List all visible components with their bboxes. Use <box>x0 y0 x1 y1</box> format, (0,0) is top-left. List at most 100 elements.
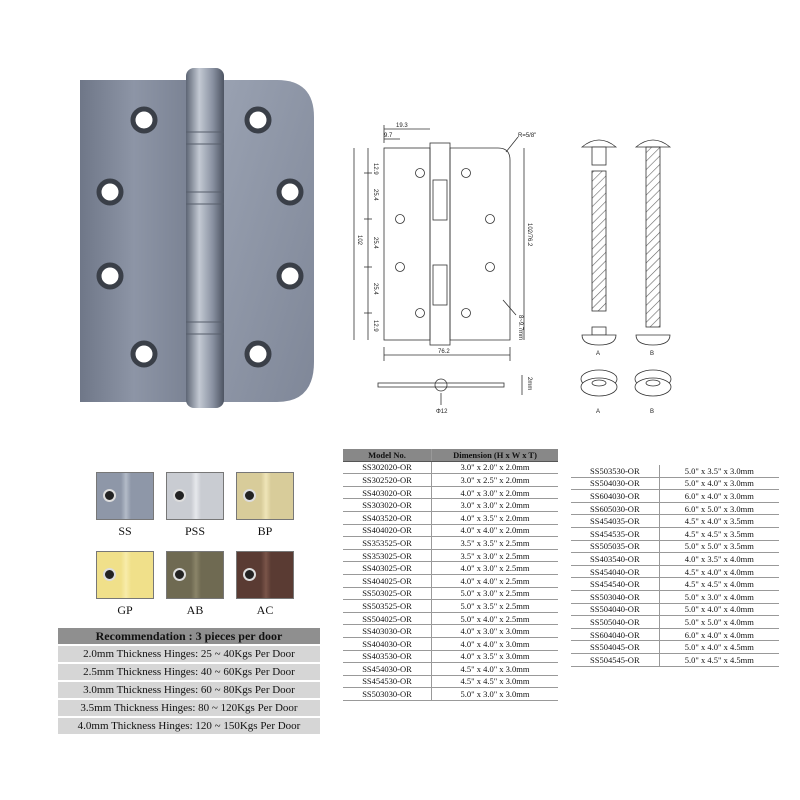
bearing-a-label: A <box>596 409 600 415</box>
hinge-knuckle <box>121 552 131 598</box>
hinge-knuckle <box>191 552 201 598</box>
screw-hole <box>103 568 116 581</box>
dimension-cell: 6.0" x 4.0" x 3.0mm <box>659 489 779 503</box>
dimension-cell: 5.0" x 4.0" x 3.0mm <box>659 477 779 491</box>
dim-radius: R=5/8" <box>518 133 536 139</box>
dimension-header: Dimension (H x W x T) <box>431 449 558 462</box>
dimension-cell: 3.0" x 3.0" x 2.0mm <box>431 498 558 512</box>
finish-swatch-ac <box>236 551 294 599</box>
model-number-cell: SS504040-OR <box>571 603 660 617</box>
model-number-cell: SS454035-OR <box>571 514 660 528</box>
recommendation-row: 3.5mm Thickness Hinges: 80 ~ 120Kgs Per … <box>56 698 322 718</box>
model-number-cell: SS503525-OR <box>343 599 432 613</box>
dim-25-4-c: 25.4 <box>372 283 378 295</box>
model-number-cell: SS504545-OR <box>571 653 660 667</box>
hinge-knuckle <box>261 473 271 519</box>
dimension-cell: 4.5" x 4.5" x 3.0mm <box>431 675 558 689</box>
dimension-cell: 6.0" x 5.0" x 3.0mm <box>659 502 779 516</box>
dimension-cell: 4.0" x 3.0" x 2.0mm <box>431 486 558 500</box>
model-number-cell: SS605030-OR <box>571 502 660 516</box>
dimension-cell: 5.0" x 4.0" x 4.0mm <box>659 603 779 617</box>
hinge-knuckle <box>261 552 271 598</box>
recommendation-title: Recommendation : 3 pieces per door <box>56 626 322 646</box>
dimension-cell: 4.0" x 3.5" x 2.0mm <box>431 511 558 525</box>
dimension-cell: 3.0" x 2.5" x 2.0mm <box>431 473 558 487</box>
model-number-cell: SS454040-OR <box>571 565 660 579</box>
model-number-cell: SS403030-OR <box>343 624 432 638</box>
model-table-left: Model No. Dimension (H x W x T) SS302020… <box>343 449 558 701</box>
dimension-cell: 3.0" x 2.0" x 2.0mm <box>431 461 558 475</box>
model-number-cell: SS454030-OR <box>343 662 432 676</box>
model-number-cell: SS454530-OR <box>343 675 432 689</box>
dimension-cell: 4.0" x 3.5" x 3.0mm <box>431 650 558 664</box>
dim-dia-12: Φ12 <box>436 409 448 415</box>
recommendation-row-text: 2.0mm Thickness Hinges: 25 ~ 40Kgs Per D… <box>56 644 322 664</box>
dim-76-2: 76.2 <box>438 349 450 355</box>
hinge-knuckle <box>121 473 131 519</box>
model-number-cell: SS302520-OR <box>343 473 432 487</box>
screw-hole <box>243 568 256 581</box>
screw-b-label: B <box>650 351 654 357</box>
model-number-cell: SS403520-OR <box>343 511 432 525</box>
dimension-cell: 5.0" x 5.0" x 3.5mm <box>659 540 779 554</box>
model-number-cell: SS353525-OR <box>343 536 432 550</box>
dimension-cell: 5.0" x 4.0" x 4.5mm <box>659 640 779 654</box>
dimension-cell: 4.0" x 4.0" x 3.0mm <box>431 637 558 651</box>
hinge-knuckle <box>191 473 201 519</box>
recommendation-row-text: 4.0mm Thickness Hinges: 120 ~ 150Kgs Per… <box>56 716 322 736</box>
screw-hole <box>243 489 256 502</box>
screw-drawing: A B A B <box>580 139 672 415</box>
model-number-cell: SS303020-OR <box>343 498 432 512</box>
model-number-cell: SS503530-OR <box>571 465 660 478</box>
recommendation-row: 4.0mm Thickness Hinges: 120 ~ 150Kgs Per… <box>56 716 322 736</box>
model-number-cell: SS505040-OR <box>571 615 660 629</box>
recommendation-row: 2.5mm Thickness Hinges: 40 ~ 60Kgs Per D… <box>56 662 322 682</box>
recommendation-row-text: 3.5mm Thickness Hinges: 80 ~ 120Kgs Per … <box>56 698 322 718</box>
dimension-cell: 5.0" x 3.0" x 3.0mm <box>431 687 558 701</box>
dimension-cell: 4.0" x 4.0" x 2.5mm <box>431 574 558 588</box>
model-number-cell: SS504045-OR <box>571 640 660 654</box>
dimension-cell: 4.5" x 4.0" x 4.0mm <box>659 565 779 579</box>
finish-label: GP <box>117 603 133 617</box>
dim-25-4-a: 25.4 <box>372 189 378 201</box>
dim-102: 102 <box>356 235 362 246</box>
dimension-cell: 5.0" x 4.5" x 4.5mm <box>659 653 779 667</box>
dimension-cell: 4.5" x 4.0" x 3.0mm <box>431 662 558 676</box>
dimension-cell: 4.5" x 4.0" x 3.5mm <box>659 514 779 528</box>
screw-a-label: A <box>596 351 600 357</box>
finish-label: BP <box>257 524 273 538</box>
dimension-cell: 4.0" x 3.0" x 2.5mm <box>431 561 558 575</box>
dim-9-7: 9.7 <box>384 133 393 139</box>
dimension-cell: 5.0" x 5.0" x 4.0mm <box>659 615 779 629</box>
technical-drawing: 19.3 9.7 R=5/8" 12.9 25.4 25.4 25.4 12.9… <box>353 123 536 415</box>
finish-label: AB <box>186 603 204 617</box>
model-number-cell: SS403025-OR <box>343 561 432 575</box>
model-number-cell: SS604040-OR <box>571 628 660 642</box>
dimension-cell: 5.0" x 4.0" x 2.5mm <box>431 612 558 626</box>
model-number-cell: SS454540-OR <box>571 577 660 591</box>
recommendation-row-text: 3.0mm Thickness Hinges: 60 ~ 80Kgs Per D… <box>56 680 322 700</box>
dimension-cell: 4.5" x 4.5" x 3.5mm <box>659 527 779 541</box>
